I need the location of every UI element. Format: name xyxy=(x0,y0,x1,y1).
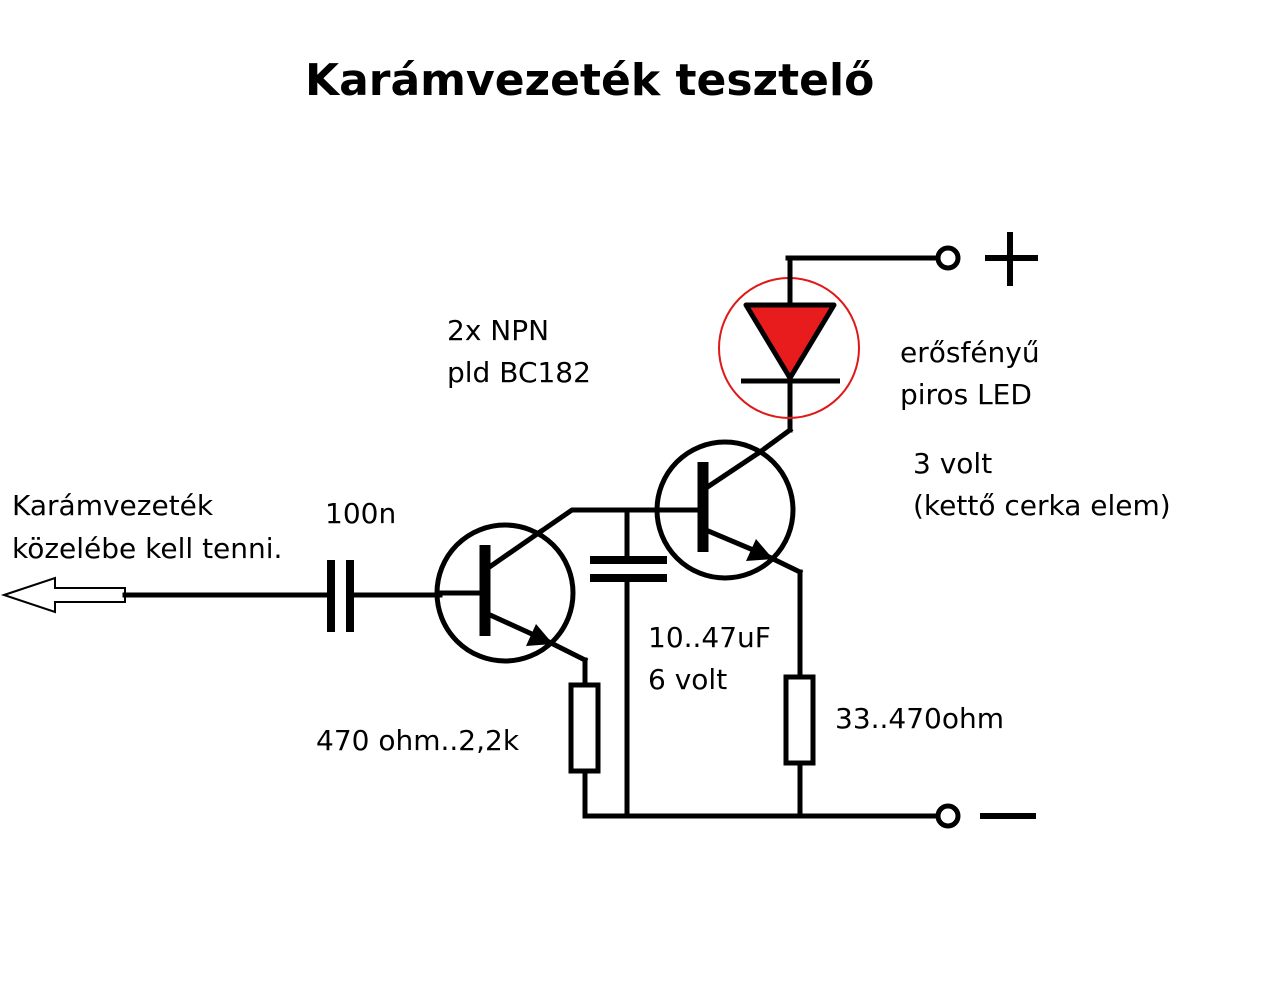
transistor-type-line2: pld BC182 xyxy=(447,356,591,389)
plus-icon xyxy=(985,232,1038,286)
transistor-t2 xyxy=(654,426,804,581)
hollow-left-arrow-icon xyxy=(0,576,126,614)
transistor-type-line1: 2x NPN xyxy=(447,314,549,347)
supply-label-line2: (kettő cerka elem) xyxy=(913,489,1171,522)
input-label-line1: Karámvezeték xyxy=(12,489,214,522)
resistor-r2 xyxy=(783,674,816,766)
led-label-line1: erősfényű xyxy=(900,336,1040,369)
diagram-title: Karámvezeték tesztelő xyxy=(305,55,874,106)
led-label-line2: piros LED xyxy=(900,378,1032,411)
t1-collector-to-t2-base-wire xyxy=(536,507,663,536)
input-capacitor-label: 100n xyxy=(325,497,396,530)
transistor-t1 xyxy=(434,522,589,664)
supply-label-line1: 3 volt xyxy=(913,447,992,480)
input-label-line2: közelébe kell tenni. xyxy=(12,532,282,565)
filter-capacitor xyxy=(590,556,667,582)
filter-capacitor-label-line1: 10..47uF xyxy=(648,621,771,654)
resistor-r1-label: 470 ohm..2,2k xyxy=(316,724,520,757)
input-capacitor xyxy=(327,560,354,632)
resistor-r1 xyxy=(568,682,601,774)
positive-terminal xyxy=(935,245,961,271)
filter-capacitor-label-line2: 6 volt xyxy=(648,663,727,696)
resistor-r2-label: 33..470ohm xyxy=(835,702,1004,735)
negative-terminal xyxy=(935,803,961,829)
